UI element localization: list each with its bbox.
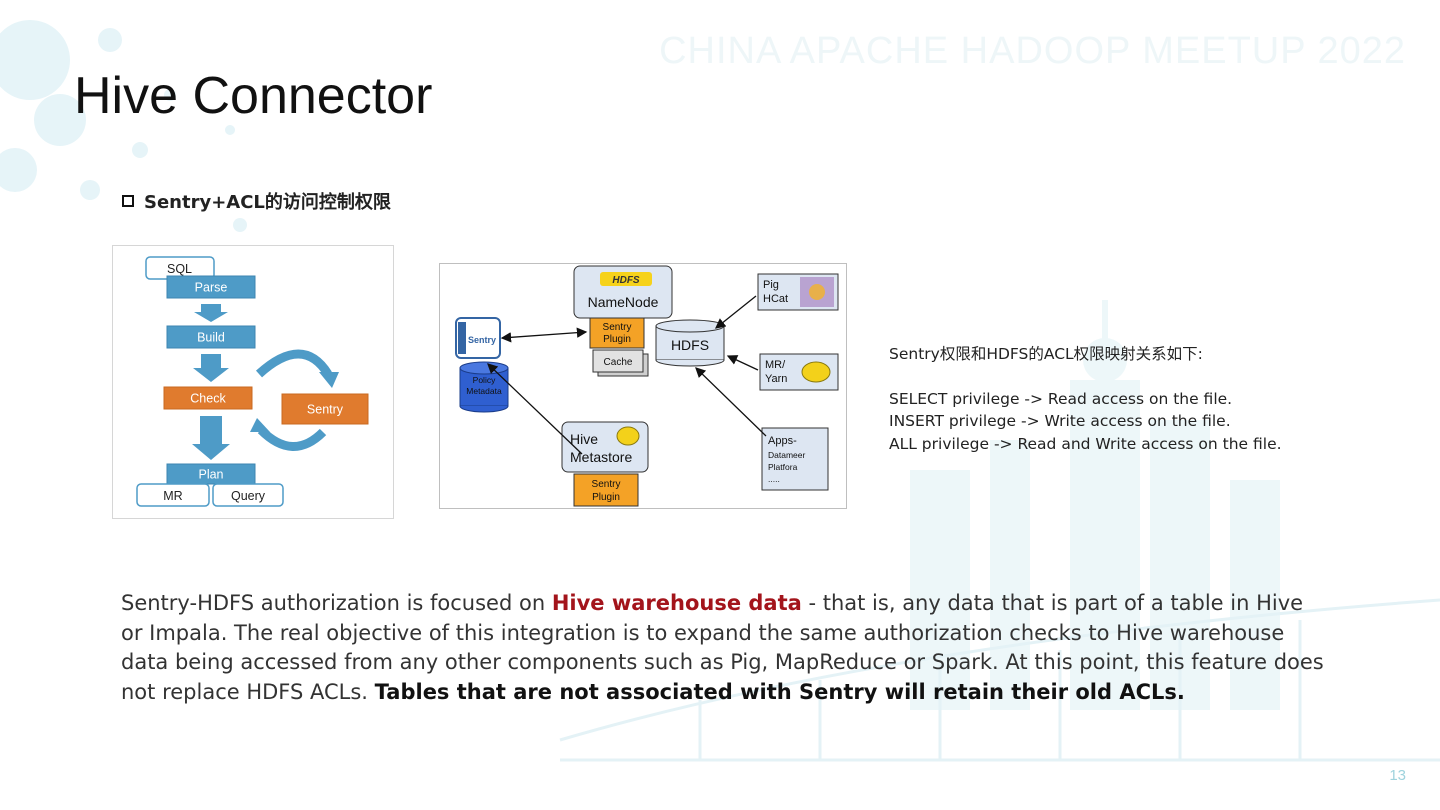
paragraph-highlight: Hive warehouse data [551, 591, 802, 615]
cache-label: Cache [604, 357, 633, 368]
query-label: Query [231, 489, 266, 503]
mapping-select: SELECT privilege -> Read access on the f… [889, 389, 1233, 408]
query-flow-diagram: SQL Parse Build Check Sentry Plan MR Que… [112, 245, 394, 519]
policy-label-2: Metadata [466, 386, 502, 396]
cycle-arrow-bottom-head [250, 418, 270, 432]
namenode-label: NameNode [588, 294, 659, 310]
arrow-down-3 [192, 416, 230, 460]
sentry-hdfs-architecture-diagram: HDFS NameNode Sentry Plugin Cache HDFS S… [439, 263, 847, 509]
section-heading-text: Sentry+ACL的访问控制权限 [144, 192, 391, 213]
arrow-mr-hdfs [726, 355, 759, 371]
mapping-insert: INSERT privilege -> Write access on the … [889, 412, 1231, 430]
policy-metadata-cylinder [459, 361, 509, 413]
hive-label-2: Metastore [570, 449, 632, 465]
hdfs-logo-label: HDFS [612, 275, 640, 286]
sentry-box [281, 393, 369, 425]
slide-title: Hive Connector [74, 67, 433, 125]
mr-yarn-label-1: MR/ [765, 359, 786, 371]
cycle-arrow-bottom [257, 426, 327, 451]
hive-label-1: Hive [570, 431, 598, 447]
hive-plugin-label-2: Plugin [592, 492, 620, 503]
hive-logo-icon [616, 426, 640, 446]
mapping-heading: Sentry权限和HDFS的ACL权限映射关系如下: [889, 345, 1203, 363]
paragraph-conclusion: Tables that are not associated with Sent… [374, 679, 1185, 704]
arrow-down-2 [193, 354, 229, 382]
parse-box [166, 275, 256, 299]
cycle-arrow-top-head [319, 372, 339, 388]
arrow-down-1 [194, 304, 228, 322]
hive-sentry-plugin [573, 473, 639, 507]
apps-box [761, 427, 829, 491]
check-label: Check [190, 392, 226, 406]
policy-label-1: Policy [473, 375, 496, 385]
section-heading: Sentry+ACL的访问控制权限 [122, 188, 391, 214]
sentry-logo-icon [458, 322, 466, 354]
namenode-sentry-plugin [589, 317, 645, 349]
parse-label: Parse [195, 281, 228, 295]
apps-label-1: Apps- [768, 435, 797, 447]
description-paragraph: Sentry-HDFS authorization is focused on … [121, 589, 1331, 707]
page-number: 13 [1389, 767, 1406, 784]
build-label: Build [197, 331, 225, 345]
arrow-hive-sentry [487, 363, 583, 455]
apps-label-4: ..... [768, 474, 780, 484]
privilege-mapping: Sentry权限和HDFS的ACL权限映射关系如下: SELECT privil… [889, 343, 1359, 455]
square-bullet-icon [122, 195, 134, 207]
sql-label: SQL [167, 262, 192, 276]
plugin-label-1: Sentry [603, 322, 632, 333]
sentry-server-box [455, 317, 501, 359]
arrow-apps-hdfs [695, 367, 767, 437]
apps-label-2: Datameer [768, 450, 805, 460]
mr-yarn-label-2: Yarn [765, 373, 787, 385]
hdfs-cylinder [655, 319, 725, 367]
plugin-label-2: Plugin [603, 334, 631, 345]
hive-plugin-label-1: Sentry [592, 479, 621, 490]
query-box [212, 483, 284, 507]
paragraph-intro: Sentry-HDFS authorization is focused on [121, 591, 552, 615]
mr-label: MR [163, 489, 182, 503]
mr-box [136, 483, 210, 507]
paragraph-body: - that is, any data that is part of a ta… [121, 591, 1324, 704]
pig-label-2: HCat [763, 293, 788, 305]
sentry-label: Sentry [307, 403, 344, 417]
sentry-logo-label: Sentry [468, 335, 496, 345]
check-box [163, 386, 253, 410]
plan-label: Plan [198, 468, 223, 482]
plan-box [166, 463, 256, 485]
build-box [166, 325, 256, 349]
mapping-all: ALL privilege -> Read and Write access o… [889, 434, 1282, 453]
meetup-watermark: CHINA APACHE HADOOP MEETUP 2022 [659, 30, 1406, 72]
arrow-pig-hdfs [714, 295, 757, 329]
cycle-arrow-top [255, 349, 332, 378]
pig-label-1: Pig [763, 279, 779, 291]
hdfs-logo-icon [600, 272, 652, 286]
arrow-sentry-namenode [500, 327, 588, 343]
yarn-logo-icon [801, 361, 831, 383]
cache-box [592, 349, 644, 373]
hdfs-label: HDFS [671, 337, 709, 353]
apps-label-3: Platfora [768, 462, 798, 472]
